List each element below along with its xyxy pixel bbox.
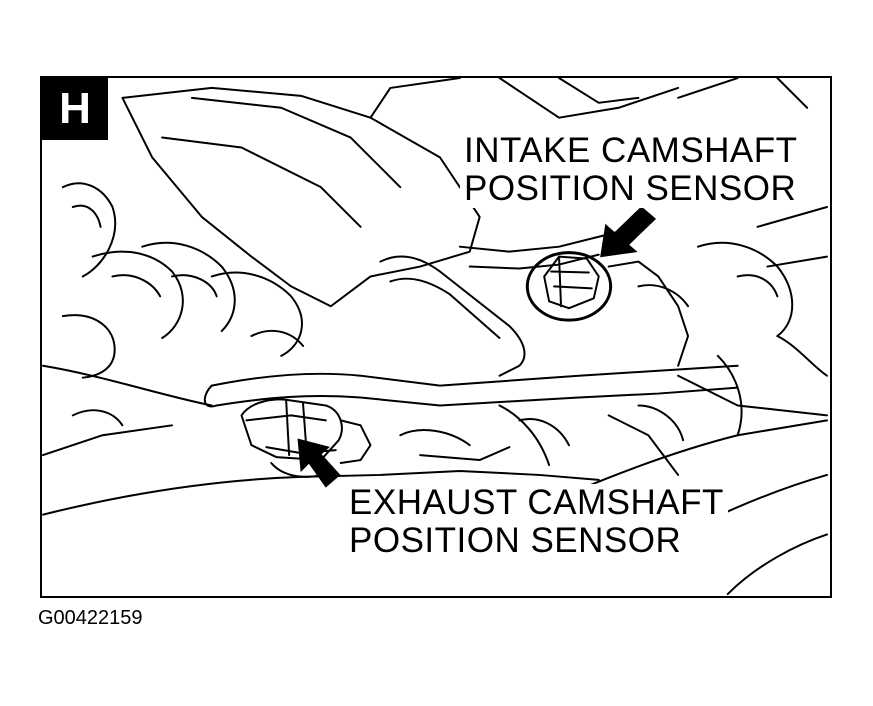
- engine-line-drawing: [42, 78, 828, 596]
- exhaust-callout-line1: EXHAUST CAMSHAFT: [349, 483, 724, 522]
- exhaust-sensor-callout: EXHAUST CAMSHAFT POSITION SENSOR: [345, 484, 728, 560]
- figure-code: G00422159: [38, 607, 143, 629]
- intake-callout-line1: INTAKE CAMSHAFT: [464, 131, 798, 170]
- figure-frame: H INTAKE CAMSHAFT POSITION SENSOR EXHAUS…: [40, 76, 832, 598]
- exhaust-callout-line2: POSITION SENSOR: [349, 521, 682, 560]
- intake-sensor-callout: INTAKE CAMSHAFT POSITION SENSOR: [460, 132, 802, 208]
- intake-callout-line2: POSITION SENSOR: [464, 169, 797, 208]
- panel-letter-badge: H: [42, 78, 108, 140]
